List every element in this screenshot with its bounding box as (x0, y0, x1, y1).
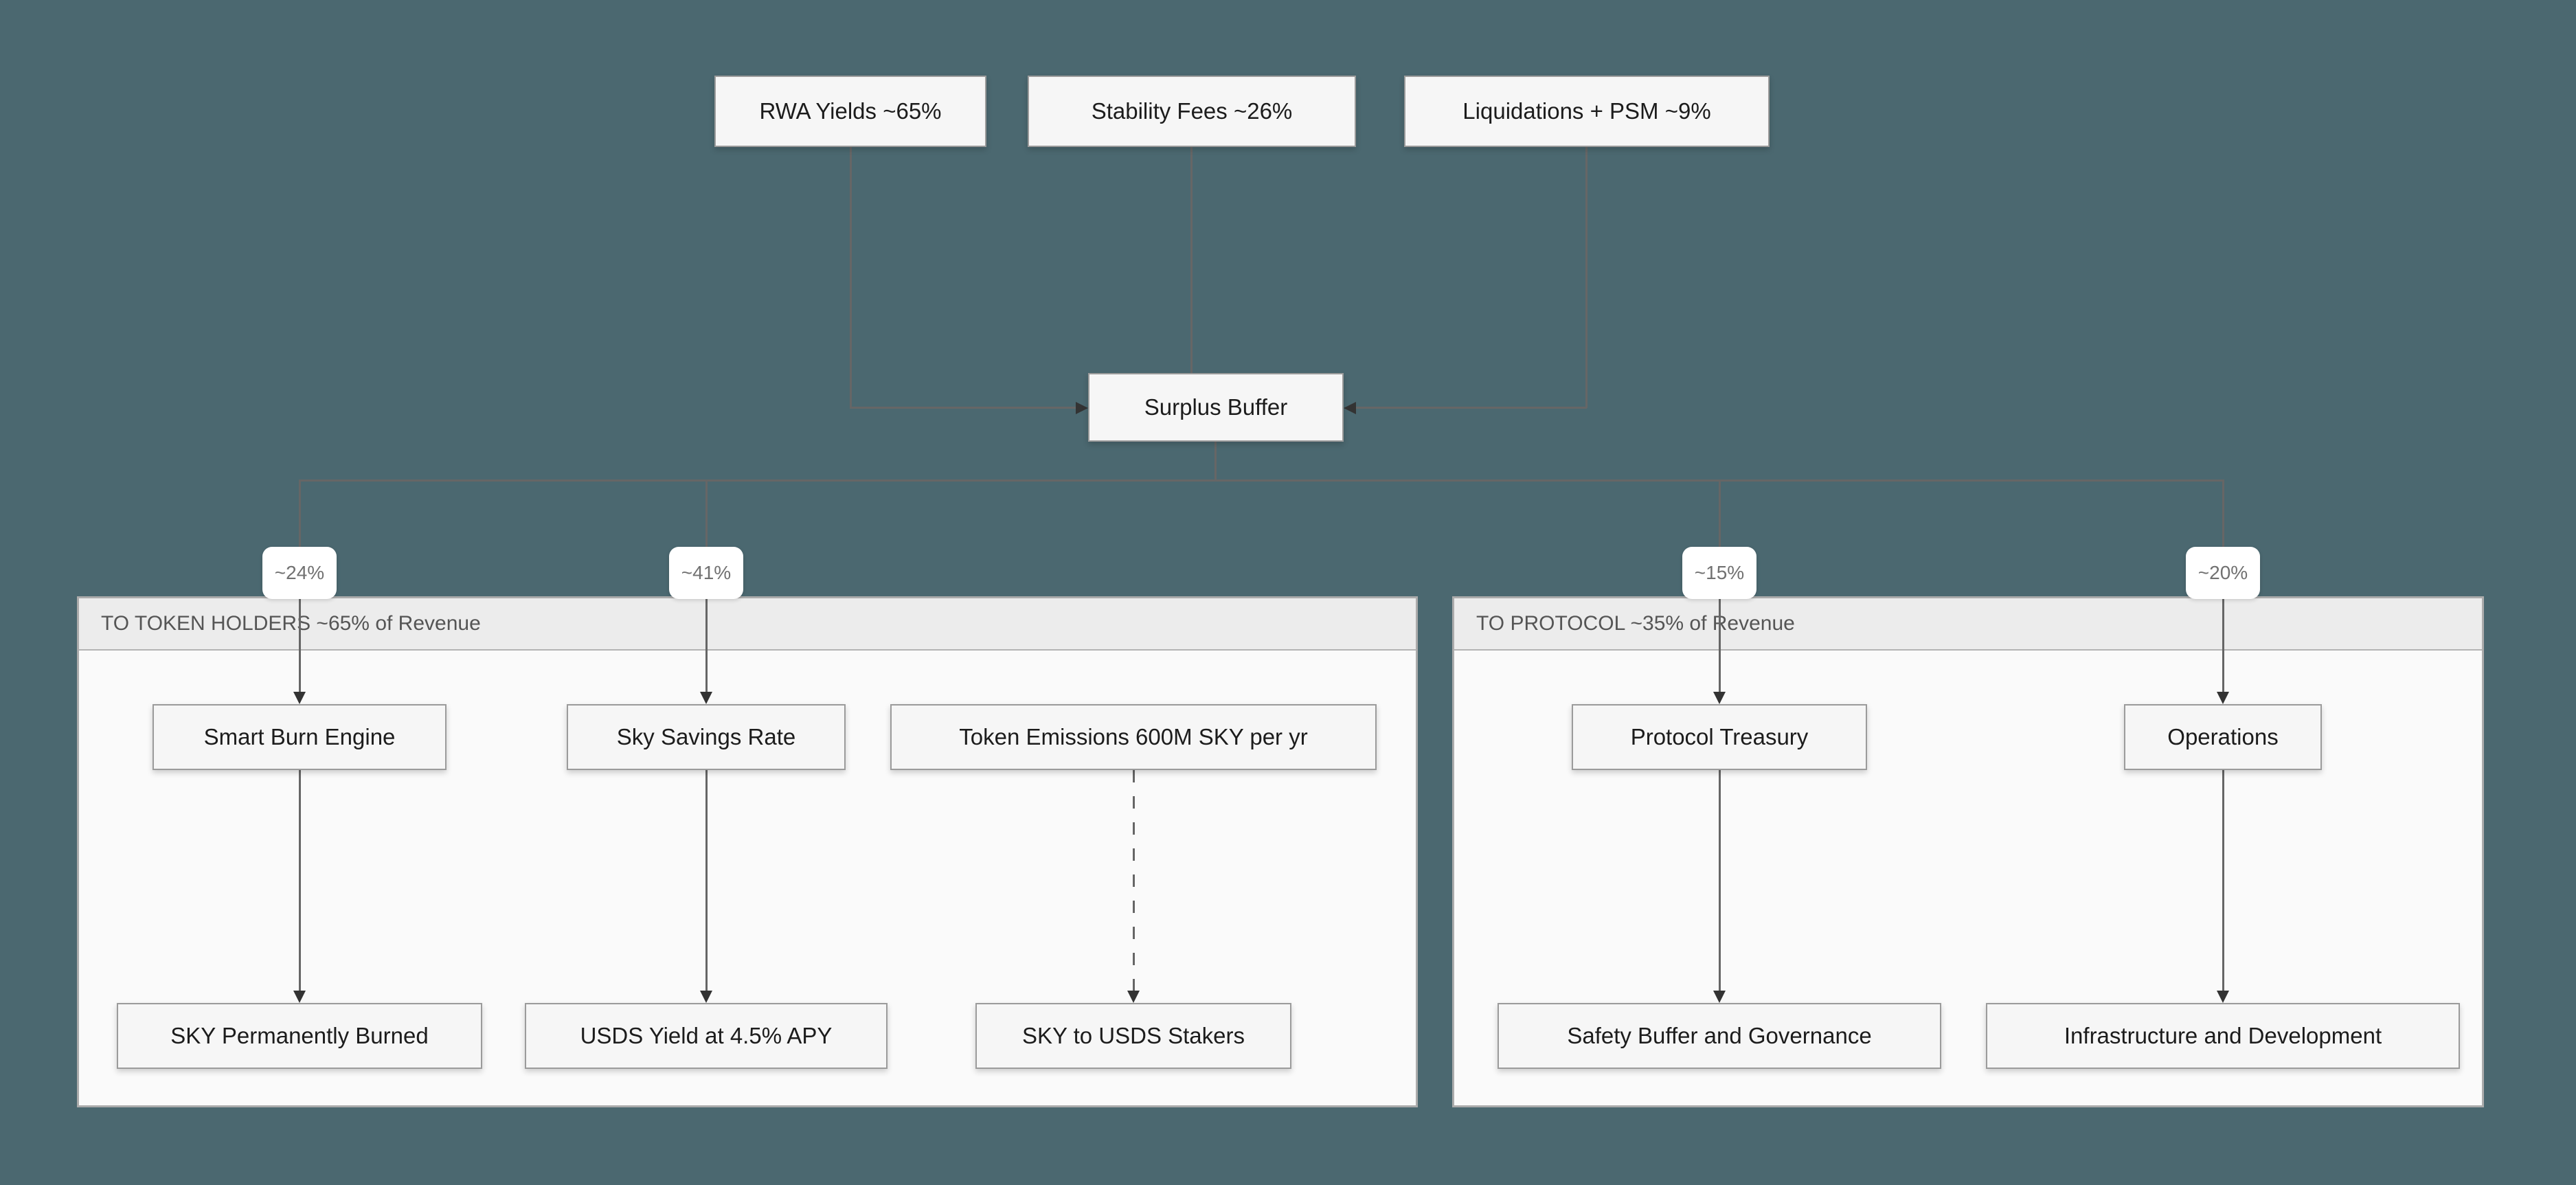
node-safety-buffer-governance: Safety Buffer and Governance (1498, 1003, 1941, 1069)
badge-15-percent: ~15% (1682, 547, 1756, 599)
node-smart-burn-engine: Smart Burn Engine (152, 704, 447, 770)
node-label: Protocol Treasury (1630, 724, 1809, 750)
node-label: USDS Yield at 4.5% APY (580, 1023, 833, 1049)
arrow-to-stakers-icon (1127, 991, 1140, 1003)
badge-41-percent: ~41% (669, 547, 743, 599)
arrow-branch-20-icon (2217, 692, 2229, 704)
arrow-to-burned-icon (293, 991, 306, 1003)
node-label: Safety Buffer and Governance (1567, 1023, 1872, 1049)
connector-treasury-to-safety (1719, 770, 1721, 991)
arrow-branch-24-icon (293, 692, 306, 704)
arrow-to-infra-icon (2217, 991, 2229, 1003)
node-label: Token Emissions 600M SKY per yr (959, 724, 1308, 750)
node-usds-yield: USDS Yield at 4.5% APY (525, 1003, 888, 1069)
connector-rwa-horizontal (850, 407, 1076, 409)
node-label: Sky Savings Rate (616, 724, 796, 750)
node-label: Operations (2167, 724, 2279, 750)
connector-liquidations-vertical (1585, 147, 1588, 408)
node-sky-savings-rate: Sky Savings Rate (567, 704, 846, 770)
node-label: SKY Permanently Burned (170, 1023, 429, 1049)
node-stability-fees: Stability Fees ~26% (1028, 76, 1356, 147)
node-infrastructure-development: Infrastructure and Development (1986, 1003, 2460, 1069)
connector-operations-to-infra (2222, 770, 2224, 991)
badge-label: ~24% (274, 562, 325, 583)
node-label: Smart Burn Engine (203, 724, 396, 750)
badge-label: ~41% (681, 562, 732, 583)
node-sky-permanently-burned: SKY Permanently Burned (117, 1003, 482, 1069)
connector-liquidations-horizontal (1356, 407, 1587, 409)
badge-24-percent: ~24% (262, 547, 337, 599)
node-liquidations-psm: Liquidations + PSM ~9% (1404, 76, 1770, 147)
connector-distribution-bus (300, 479, 2224, 482)
badge-20-percent: ~20% (2186, 547, 2260, 599)
node-label: Liquidations + PSM ~9% (1462, 98, 1711, 124)
arrow-branch-41-icon (700, 692, 712, 704)
connector-emissions-to-stakers-dashed (1133, 770, 1135, 991)
connector-smartburn-to-burned (299, 770, 301, 991)
badge-label: ~20% (2197, 562, 2248, 583)
group-protocol-header: TO PROTOCOL ~35% of Revenue (1454, 598, 2482, 651)
connector-stability-vertical (1190, 147, 1193, 373)
node-label: SKY to USDS Stakers (1021, 1023, 1245, 1049)
badge-label: ~15% (1694, 562, 1745, 583)
node-token-emissions: Token Emissions 600M SKY per yr (890, 704, 1377, 770)
connector-surplus-stub (1214, 442, 1217, 481)
node-protocol-treasury: Protocol Treasury (1572, 704, 1867, 770)
node-label: Surplus Buffer (1144, 394, 1288, 420)
group-header-label: TO TOKEN HOLDERS ~65% of Revenue (101, 612, 481, 635)
group-token-holders-header: TO TOKEN HOLDERS ~65% of Revenue (79, 598, 1416, 651)
arrow-to-safety-icon (1713, 991, 1726, 1003)
node-surplus-buffer: Surplus Buffer (1088, 373, 1344, 442)
arrow-into-surplus-left-icon (1076, 402, 1088, 414)
node-label: Stability Fees ~26% (1091, 98, 1293, 124)
group-header-label: TO PROTOCOL ~35% of Revenue (1476, 612, 1795, 635)
arrow-into-surplus-right-icon (1344, 402, 1356, 414)
arrow-to-yield-icon (700, 991, 712, 1003)
connector-rwa-vertical (850, 147, 852, 408)
node-operations: Operations (2124, 704, 2322, 770)
arrow-branch-15-icon (1713, 692, 1726, 704)
node-label: Infrastructure and Development (2064, 1023, 2382, 1049)
connector-ssr-to-yield (705, 770, 708, 991)
node-rwa-yields: RWA Yields ~65% (714, 76, 986, 147)
node-sky-to-usds-stakers: SKY to USDS Stakers (975, 1003, 1291, 1069)
node-label: RWA Yields ~65% (759, 98, 942, 124)
